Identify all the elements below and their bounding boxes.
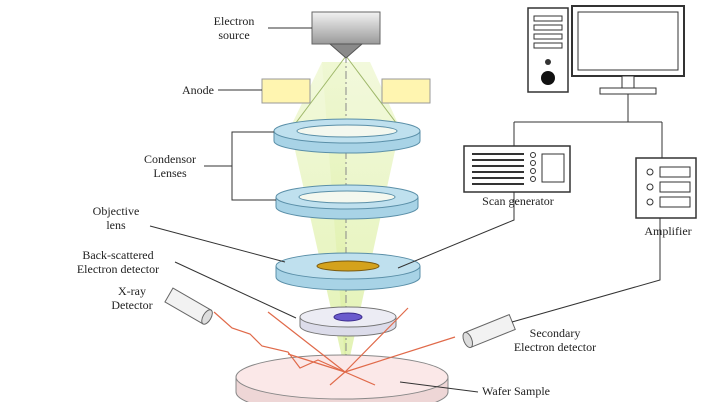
anode-right [381,78,431,104]
wafer-sample [235,354,449,402]
computer-monitor [571,5,685,95]
objective-leader [149,225,286,263]
xray-label-line1: X-ray [118,284,146,298]
amplifier-label: Amplifier [644,224,692,238]
amplifier [635,157,697,219]
electron-source-label: Electron source [200,14,268,42]
anode-left [261,78,311,104]
xray-label-line2: Detector [111,298,153,312]
objective-lens [275,252,421,291]
connection-wires [397,94,663,323]
scan-generator [463,145,571,193]
objective-label-line2: lens [106,218,126,232]
secondary-label-line1: Secondary [529,326,581,340]
backscattered-leader [174,261,297,319]
objective-label-line1: Objective [92,204,140,218]
backscattered-detector-label: Back-scattered Electron detector [62,248,174,276]
secondary-detector-label: Secondary Electron detector [500,326,610,354]
condensor-lens-2 [275,184,419,220]
secondary-detector [462,313,516,349]
beam-ray-left [291,55,347,129]
backscattered-label-line1: Back-scattered [82,248,154,262]
secondary-label-line2: Electron detector [513,340,597,354]
wafer-sample-label: Wafer Sample [482,384,551,398]
condensor-label-line1: Condensor [144,152,196,166]
beam-ray-right [345,55,401,129]
backscattered-detector [299,306,397,337]
anode-label: Anode [182,83,214,97]
electron-source-tip [328,43,364,59]
condensor-label-line2: Lenses [153,166,187,180]
electron-source-label-line1: Electron [213,14,255,28]
wafer-leader [399,381,479,393]
computer-tower [527,7,569,93]
condensor-lenses-label: Condensor Lenses [138,152,202,180]
backscattered-label-line2: Electron detector [76,262,160,276]
signal-rays [213,307,456,386]
condensor-bracket [231,131,276,201]
objective-lens-label: Objective lens [84,204,148,232]
detector-core [333,312,363,322]
xray-detector [164,287,213,325]
scan-generator-label: Scan generator [482,194,554,208]
xray-detector-label: X-ray Detector [102,284,162,312]
electron-source-block [311,11,381,45]
condensor-lens-1 [273,118,421,154]
objective-core [316,260,380,272]
electron-source-label-line2: source [218,28,250,42]
